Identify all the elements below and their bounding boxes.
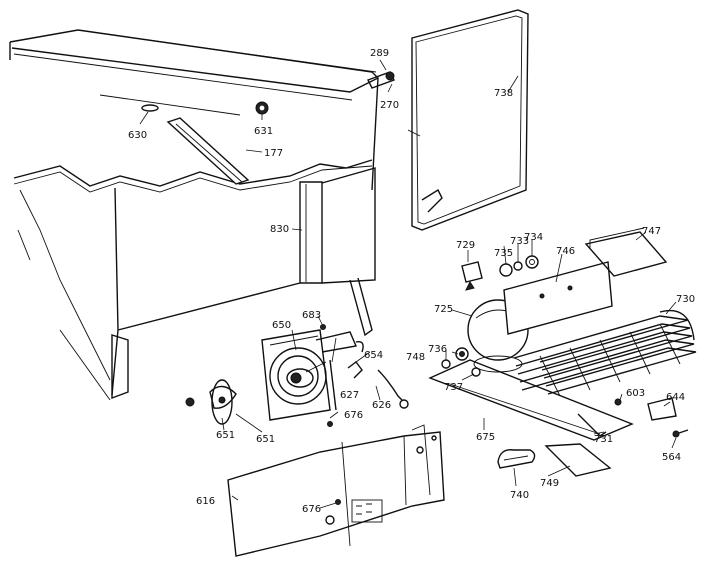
callout-564: 564 (662, 452, 681, 463)
callout-830: 830 (270, 224, 289, 235)
callout-651-right: 651 (256, 434, 275, 445)
callout-737: 737 (444, 382, 463, 393)
callout-735: 735 (494, 248, 513, 259)
drain-tube (377, 369, 409, 407)
condenser-coils (513, 309, 697, 397)
callout-725: 725 (434, 304, 453, 315)
leader-lines (139, 59, 677, 509)
callout-631: 631 (254, 126, 273, 137)
drain-pan (544, 443, 612, 477)
callout-626: 626 (372, 400, 391, 411)
callout-683: 683 (302, 310, 321, 321)
screw-603 (614, 398, 622, 406)
callout-747: 747 (642, 226, 661, 237)
callout-738: 738 (494, 88, 513, 99)
callout-748: 748 (406, 352, 425, 363)
compressor-assembly (428, 227, 697, 441)
fan-blade (209, 379, 237, 425)
callout-177: 177 (264, 148, 283, 159)
callout-616: 616 (196, 496, 215, 507)
rear-access-cover (227, 421, 445, 557)
door-gasket (407, 9, 529, 231)
refrigerator-cabinet (9, 29, 395, 401)
callout-654: 654 (364, 350, 383, 361)
callout-731: 731 (594, 434, 613, 445)
callout-730: 730 (676, 294, 695, 305)
callout-270: 270 (380, 100, 399, 111)
callout-740: 740 (510, 490, 529, 501)
bracket-644 (647, 397, 677, 421)
callout-603: 603 (626, 388, 645, 399)
part-callouts: 289 270 630 631 177 738 830 729 735 733 … (128, 48, 695, 515)
callout-749: 749 (540, 478, 559, 489)
callout-734: 734 (524, 232, 543, 243)
callout-676-lower: 676 (302, 504, 321, 515)
callout-627: 627 (340, 390, 359, 401)
callout-289: 289 (370, 48, 389, 59)
fan-nut (185, 397, 195, 407)
callout-651-left: 651 (216, 430, 235, 441)
callout-746: 746 (556, 246, 575, 257)
callout-644: 644 (666, 392, 685, 403)
callout-650: 650 (272, 320, 291, 331)
callout-630: 630 (128, 130, 147, 141)
callout-736: 736 (428, 344, 447, 355)
callout-675: 675 (476, 432, 495, 443)
callout-676-upper: 676 (344, 410, 363, 421)
callout-733: 733 (510, 236, 529, 247)
wire-clip (497, 449, 536, 469)
fan-bracket-assembly (261, 324, 364, 421)
callout-729: 729 (456, 240, 475, 251)
